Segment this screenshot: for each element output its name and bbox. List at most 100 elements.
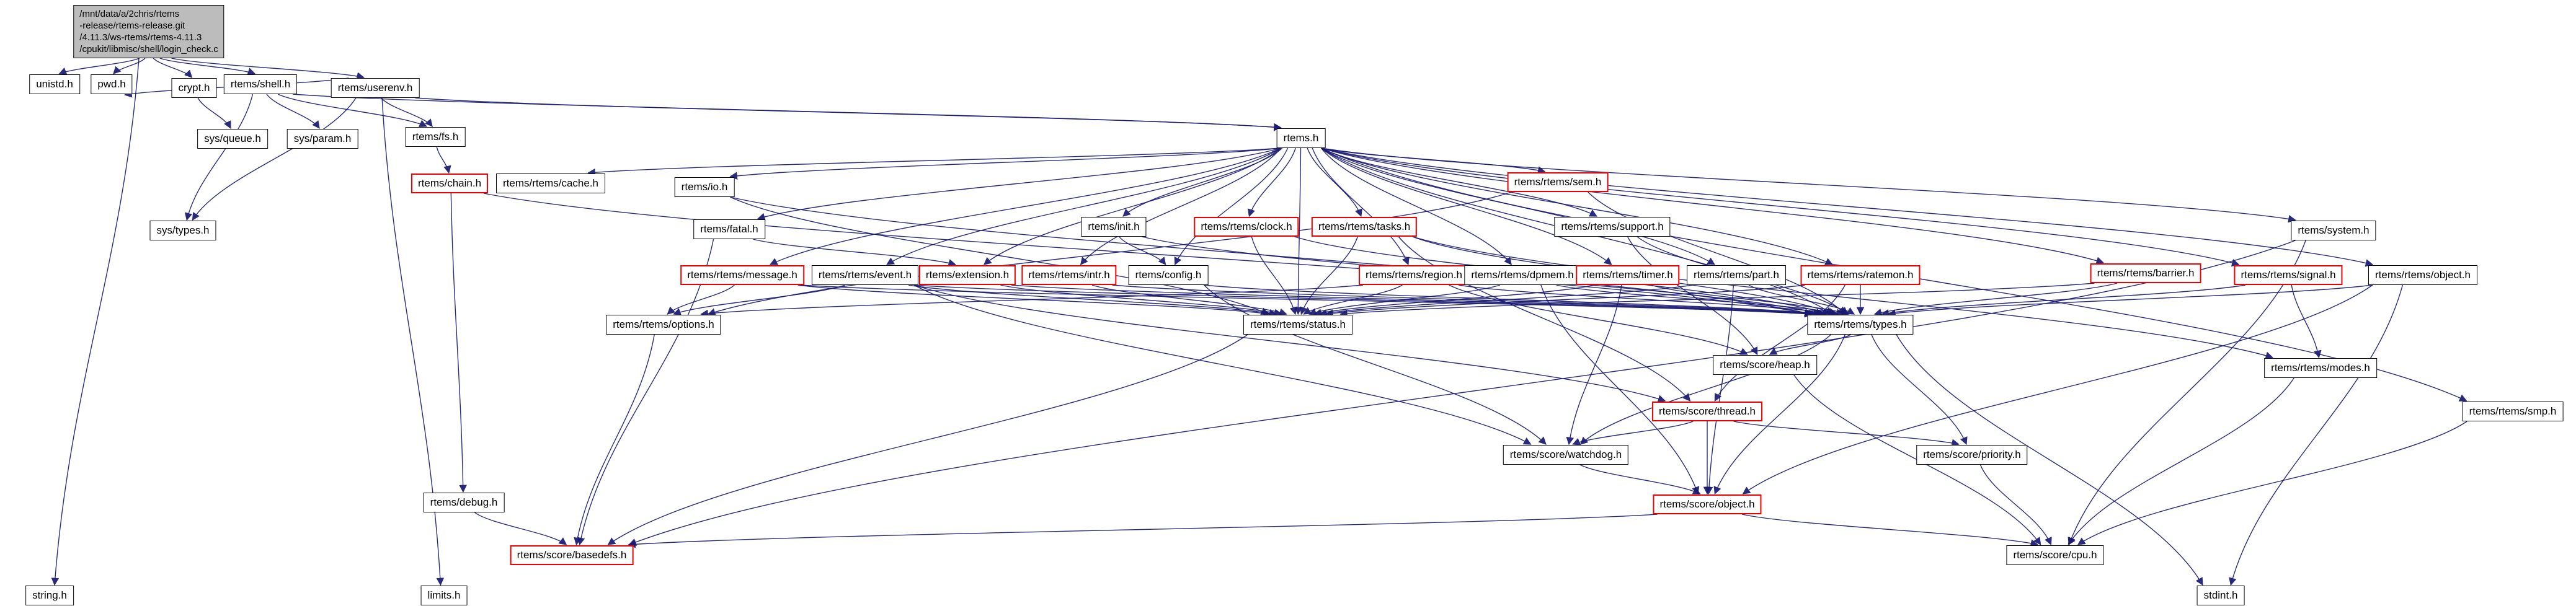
node-options[interactable]: rtems/rtems/options.h: [606, 315, 721, 335]
node-event[interactable]: rtems/rtems/event.h: [811, 265, 919, 285]
node-system[interactable]: rtems/system.h: [2291, 221, 2376, 240]
include-edge-timer-watchdog: [1566, 284, 1622, 446]
include-edge-part-types: [1748, 284, 1855, 315]
node-dpmem[interactable]: rtems/rtems/dpmem.h: [1464, 265, 1581, 285]
include-edge-tasks-modes: [1412, 236, 2274, 359]
include-edge-userenv-systypes: [192, 97, 357, 221]
include-edge-shell-systypes: [184, 94, 254, 221]
include-edge-init-config: [1119, 236, 1166, 265]
node-basedefs[interactable]: rtems/score/basedefs.h: [510, 545, 634, 565]
include-edge-objects-basedefs: [628, 514, 1658, 548]
include-edge-thread-watchdog: [1572, 421, 1694, 446]
include-edge-tasks-thread: [1398, 236, 1691, 402]
include-edge-rtems-intr: [1080, 147, 1282, 265]
include-edge-part-status: [1319, 284, 1693, 317]
include-edge-timer-types: [1651, 284, 1850, 316]
node-part[interactable]: rtems/rtems/part.h: [1687, 265, 1786, 285]
include-edge-signal-types: [1881, 284, 2246, 317]
node-timer[interactable]: rtems/rtems/timer.h: [1576, 265, 1680, 285]
node-smp[interactable]: rtems/rtems/smp.h: [2462, 402, 2564, 421]
include-edge-rtems-cache: [587, 147, 1281, 177]
node-systypes: sys/types.h: [149, 221, 216, 240]
node-priority[interactable]: rtems/score/priority.h: [1916, 445, 2028, 465]
include-edge-chain-types: [483, 193, 1813, 317]
include-edge-intr-status: [1091, 284, 1287, 316]
node-barrier[interactable]: rtems/rtems/barrier.h: [2090, 263, 2201, 283]
node-chain[interactable]: rtems/chain.h: [411, 173, 489, 193]
include-edge-rtems-timer: [1321, 147, 1612, 265]
node-clock[interactable]: rtems/rtems/clock.h: [1194, 217, 1299, 237]
node-cpu[interactable]: rtems/score/cpu.h: [2006, 545, 2104, 565]
node-crypt[interactable]: crypt.h: [171, 78, 217, 98]
include-edge-userenv-fs: [381, 97, 433, 127]
include-edge-signal-modes: [2291, 284, 2322, 359]
node-modes[interactable]: rtems/rtems/modes.h: [2264, 358, 2377, 378]
include-edge-main-userenv: [171, 58, 365, 80]
include-edge-tasks-status: [1300, 236, 1358, 315]
node-status[interactable]: rtems/rtems/status.h: [1243, 315, 1352, 335]
include-edge-config-types: [1204, 284, 1827, 318]
node-fs[interactable]: rtems/fs.h: [405, 127, 466, 147]
node-thread[interactable]: rtems/score/thread.h: [1652, 402, 1762, 421]
include-edge-extension-status: [1000, 284, 1282, 317]
include-edge-userenv-rtems: [415, 97, 1282, 131]
node-init[interactable]: rtems/init.h: [1081, 217, 1147, 237]
node-ratemon[interactable]: rtems/rtems/ratemon.h: [1800, 265, 1921, 285]
node-tasks[interactable]: rtems/rtems/tasks.h: [1311, 217, 1418, 237]
include-edge-types-stdint: [1896, 334, 2203, 586]
include-edge-event-types: [913, 284, 1813, 318]
include-edge-region-options: [700, 284, 1364, 318]
node-objects[interactable]: rtems/score/object.h: [1653, 494, 1762, 514]
include-edge-chain-debug: [450, 193, 467, 493]
main-file-path-line: /mnt/data/a/2chris/rtems: [79, 9, 180, 19]
node-watchdog[interactable]: rtems/score/watchdog.h: [1503, 445, 1629, 465]
node-rtems[interactable]: rtems.h: [1276, 128, 1326, 148]
include-edge-region-heap: [1449, 284, 1748, 355]
main-file-path-line: -release/rtems-release.git: [79, 20, 185, 31]
include-edge-types-priority: [1871, 334, 1968, 446]
node-userenv[interactable]: rtems/userenv.h: [331, 78, 420, 98]
include-edge-priority-cpu: [1979, 464, 2052, 546]
node-queue: sys/queue.h: [197, 129, 268, 149]
include-edge-extension-types: [1011, 284, 1817, 318]
include-edge-ratemon-status: [1325, 284, 1805, 317]
include-edge-shell-param: [266, 94, 320, 130]
node-region[interactable]: rtems/rtems/region.h: [1359, 265, 1469, 285]
node-config[interactable]: rtems/config.h: [1128, 265, 1209, 285]
include-edge-intr-types: [1112, 284, 1822, 318]
include-edge-rtems-extension: [983, 147, 1281, 265]
node-fatal[interactable]: rtems/fatal.h: [693, 219, 765, 239]
node-support[interactable]: rtems/rtems/support.h: [1554, 217, 1671, 237]
include-edge-dpmem-objects: [1540, 284, 1700, 495]
node-stringh: string.h: [25, 586, 74, 605]
include-edge-event-options: [673, 284, 845, 316]
node-message[interactable]: rtems/rtems/message.h: [680, 265, 804, 285]
include-edge-event-watchdog: [913, 284, 1532, 445]
node-unistd: unistd.h: [29, 74, 80, 94]
node-signal[interactable]: rtems/rtems/signal.h: [2234, 265, 2343, 285]
node-io[interactable]: rtems/io.h: [674, 177, 735, 197]
node-sem[interactable]: rtems/rtems/sem.h: [1507, 172, 1609, 192]
include-edge-rtems-objectr: [1321, 147, 2374, 267]
include-edge-system-basedefs: [628, 240, 2296, 546]
node-objectr[interactable]: rtems/rtems/object.h: [2368, 265, 2477, 285]
node-types[interactable]: rtems/rtems/types.h: [1807, 315, 1914, 335]
include-edge-barrier-types: [1873, 283, 2118, 317]
node-cache[interactable]: rtems/rtems/cache.h: [496, 173, 605, 193]
include-edge-types-watchdog: [1579, 334, 1831, 445]
include-edge-sem-types: [1588, 191, 1846, 315]
include-edge-watchdog-objects: [1579, 464, 1701, 494]
node-debug[interactable]: rtems/debug.h: [423, 493, 505, 512]
include-edge-rtems-ratemon: [1321, 147, 1834, 265]
node-shell[interactable]: rtems/shell.h: [223, 74, 298, 94]
include-edge-rtems-io: [729, 147, 1281, 180]
node-heap[interactable]: rtems/score/heap.h: [1713, 355, 1817, 375]
include-edge-smp-cpu: [2077, 421, 2467, 545]
node-extension[interactable]: rtems/extension.h: [918, 265, 1016, 285]
node-stdint: stdint.h: [2196, 586, 2245, 605]
include-edge-types-objects: [1713, 334, 1845, 495]
node-intr[interactable]: rtems/rtems/intr.h: [1021, 265, 1117, 285]
include-edge-rtems-dpmem: [1320, 147, 1512, 265]
